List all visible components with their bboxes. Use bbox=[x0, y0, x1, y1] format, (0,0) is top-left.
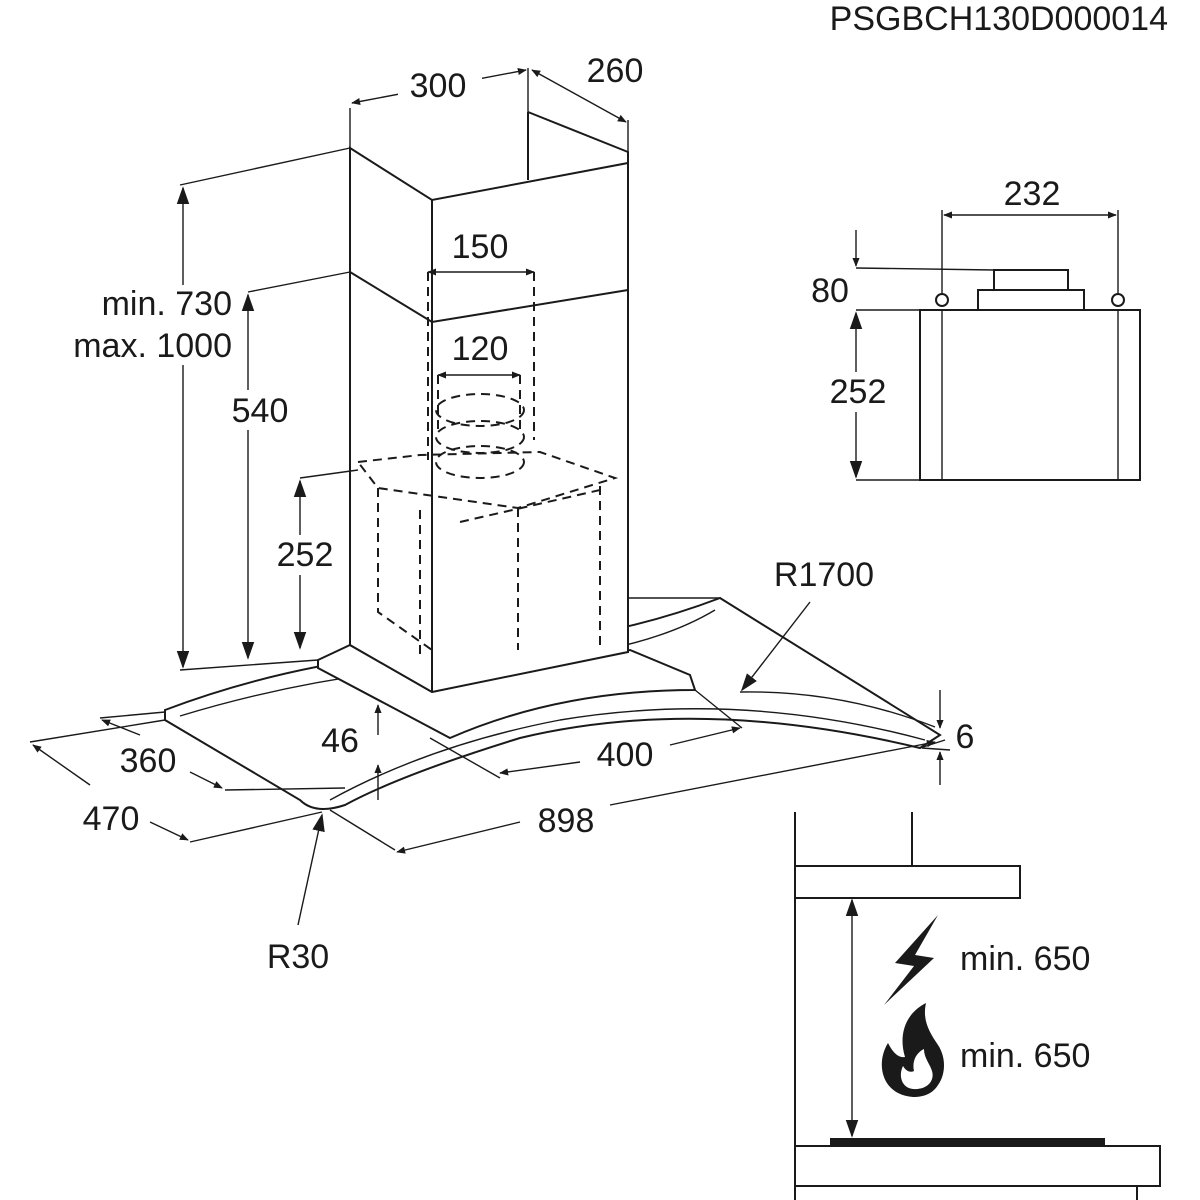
dim-width-400: 400 bbox=[597, 736, 654, 774]
dim-height-540: 540 bbox=[232, 392, 289, 430]
dim-depth-360: 360 bbox=[120, 742, 177, 780]
dim-height-252: 252 bbox=[277, 536, 334, 574]
motor-detail-view: 232 80 252 bbox=[811, 175, 1141, 481]
lightning-icon bbox=[884, 915, 938, 1005]
dim-curve-radius: R1700 bbox=[774, 556, 874, 594]
drawing-code: PSGBCH130D000014 bbox=[830, 0, 1168, 38]
dim-duct-outer: 150 bbox=[452, 228, 509, 266]
hidden-motor-outline bbox=[356, 272, 619, 660]
clearance-electric-min: min. 650 bbox=[960, 940, 1090, 978]
dim-glass-thickness: 6 bbox=[956, 718, 975, 756]
hood-main-view: 300 260 150 120 min. 730 max. 1000 540 2… bbox=[29, 52, 975, 976]
hood-underside bbox=[794, 865, 1021, 899]
clearance-view: min. 650 min. 650 bbox=[794, 812, 1161, 1200]
dim-duct-inner: 120 bbox=[452, 330, 509, 368]
dim-depth-470: 470 bbox=[83, 800, 140, 838]
dim-motor-height: 252 bbox=[830, 373, 887, 411]
motor-top-plate bbox=[977, 289, 1085, 311]
dim-chimney-depth: 260 bbox=[587, 52, 644, 90]
dim-width-898: 898 bbox=[538, 802, 595, 840]
dim-motor-width: 232 bbox=[1004, 175, 1061, 213]
dim-height-min: min. 730 bbox=[102, 285, 232, 323]
dim-chimney-width: 300 bbox=[410, 67, 467, 105]
hood-base bbox=[317, 643, 697, 740]
motor-body bbox=[919, 309, 1141, 481]
hob-surface bbox=[794, 1145, 1161, 1187]
dim-corner-radius: R30 bbox=[267, 938, 329, 976]
motor-collar bbox=[993, 269, 1069, 291]
dim-height-max: max. 1000 bbox=[73, 327, 232, 365]
dim-motor-top: 80 bbox=[811, 272, 849, 310]
clearance-gas-min: min. 650 bbox=[960, 1037, 1090, 1075]
dim-front-depth: 46 bbox=[321, 722, 359, 760]
